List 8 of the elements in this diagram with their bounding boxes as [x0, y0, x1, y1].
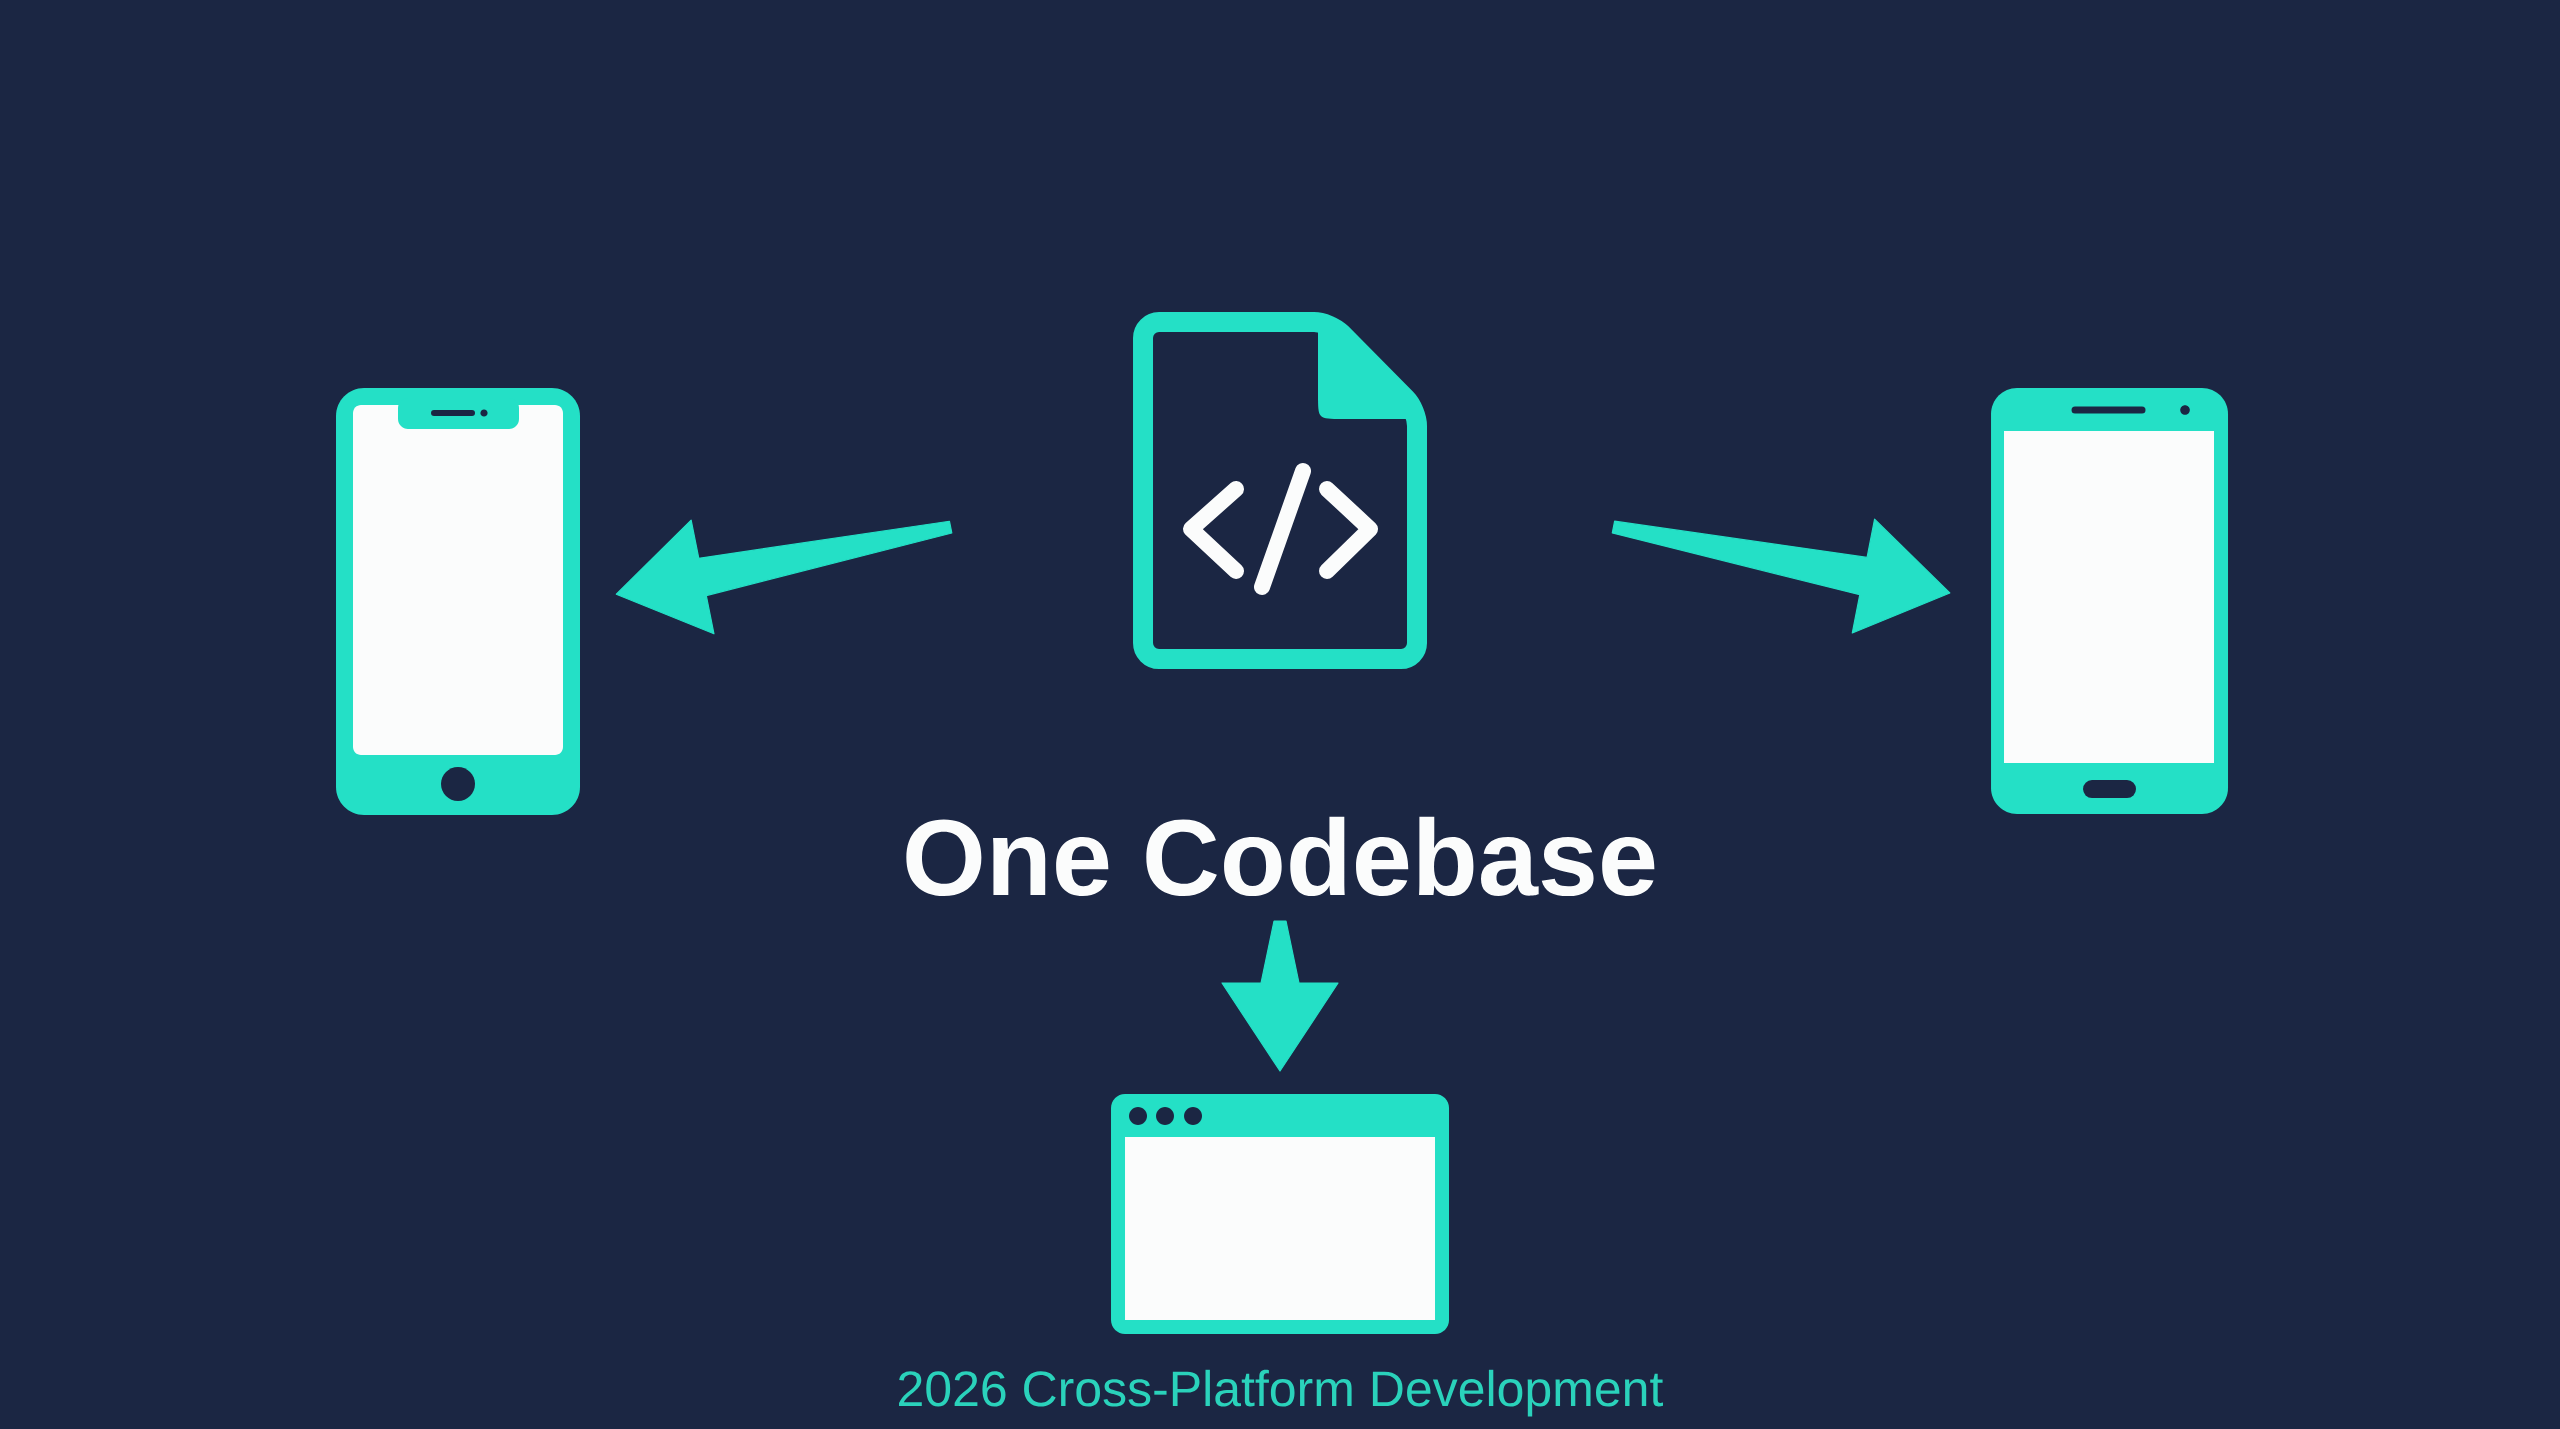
arrow [615, 519, 953, 635]
arrow [1611, 518, 1951, 634]
node-label: One Codebase [906, 816, 1655, 897]
arrow [1221, 920, 1339, 1072]
caption: 2026 Cross-Platform Development [899, 1369, 1663, 1417]
browser-window-icon [1111, 1094, 1449, 1335]
phone-icon [336, 388, 580, 816]
phone-icon [1991, 388, 2228, 814]
